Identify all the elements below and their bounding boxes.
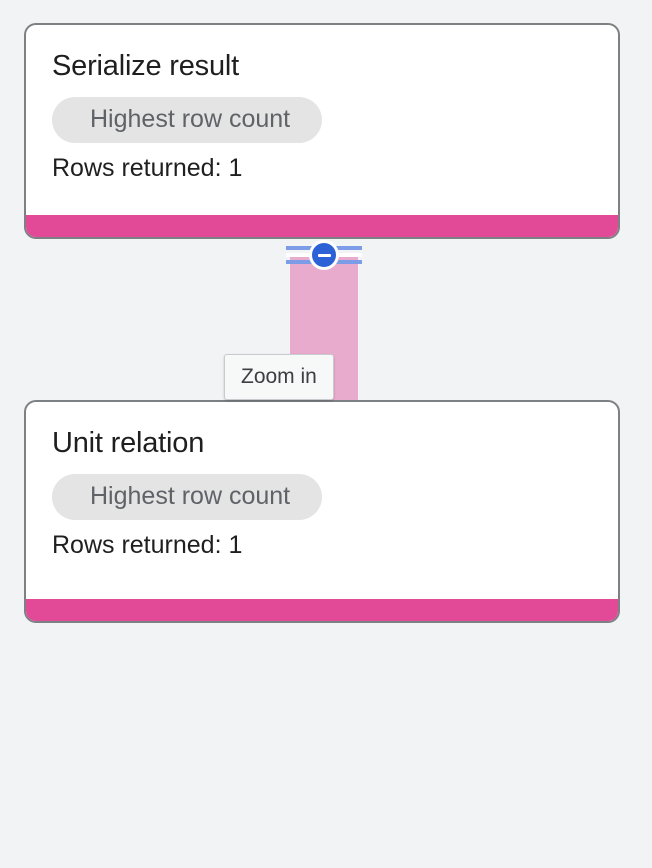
node-title: Unit relation	[52, 427, 205, 459]
edge-grip-right-icon	[324, 240, 362, 270]
edge-zoom-control[interactable]	[286, 240, 362, 270]
node-rows-returned: Rows returned: 1	[52, 531, 243, 559]
zoom-in-tooltip: Zoom in	[224, 354, 334, 400]
minus-glyph	[317, 253, 331, 257]
node-title: Serialize result	[52, 50, 239, 82]
node-body: Unit relation Highest row count Rows ret…	[26, 402, 618, 599]
node-rows-returned: Rows returned: 1	[52, 154, 243, 182]
node-card-unit-relation[interactable]: Unit relation Highest row count Rows ret…	[24, 400, 620, 623]
node-body: Serialize result Highest row count Rows …	[26, 25, 618, 215]
node-card-serialize-result[interactable]: Serialize result Highest row count Rows …	[24, 23, 620, 239]
node-badge: Highest row count	[52, 474, 323, 520]
node-status-bar	[26, 599, 618, 621]
edge-grip-left-icon	[286, 240, 324, 270]
node-status-bar	[26, 215, 618, 237]
minus-circle-icon[interactable]	[309, 240, 339, 270]
node-badge: Highest row count	[52, 97, 323, 143]
